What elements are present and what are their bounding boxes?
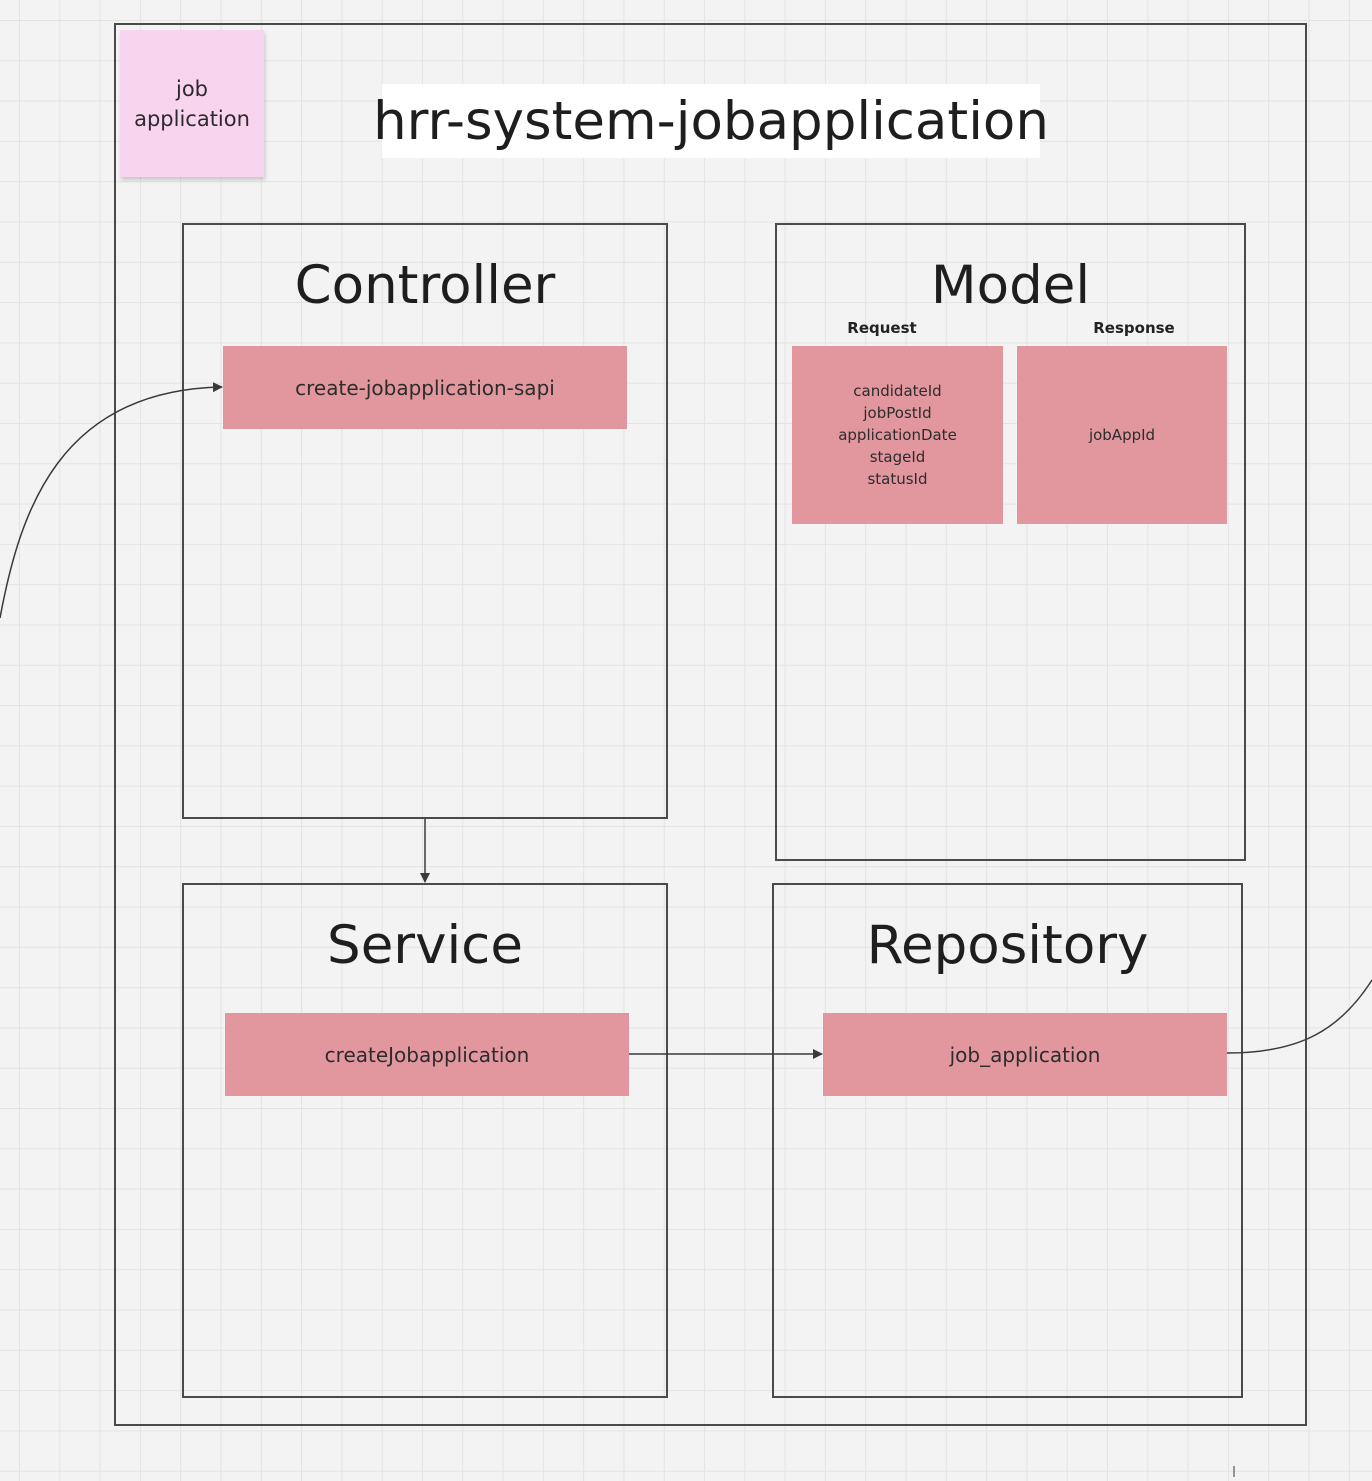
response-field: jobAppId — [1088, 426, 1156, 444]
system-frame — [114, 23, 1307, 1426]
service-method-label: createJobapplication — [324, 1042, 530, 1067]
service-title: Service — [327, 915, 523, 976]
controller-title: Controller — [294, 255, 556, 316]
service-method-box[interactable]: createJobapplication — [225, 1013, 629, 1096]
repository-table-label: job_application — [949, 1042, 1101, 1067]
request-field: applicationDate — [838, 426, 957, 444]
model-panel[interactable]: Model — [775, 223, 1246, 861]
controller-panel[interactable]: Controller — [182, 223, 668, 819]
response-fields-box[interactable]: jobAppId — [1017, 346, 1227, 524]
diagram-title[interactable]: hrr-system-jobapplication — [373, 84, 1049, 158]
request-field: statusId — [867, 470, 928, 488]
diagram-title-text: hrr-system-jobapplication — [373, 90, 1049, 152]
sticky-note-text: job application — [134, 76, 250, 131]
controller-endpoint-box[interactable]: create-jobapplication-sapi — [223, 346, 627, 429]
model-title: Model — [930, 255, 1091, 316]
repository-panel[interactable]: Repository — [772, 883, 1243, 1398]
repository-table-box[interactable]: job_application — [823, 1013, 1227, 1096]
request-fields-box[interactable]: candidateId jobPostId applicationDate st… — [792, 346, 1003, 524]
sticky-note[interactable]: job application — [120, 30, 264, 177]
service-panel[interactable]: Service — [182, 883, 668, 1398]
request-field: candidateId — [853, 382, 942, 400]
repository-title: Repository — [866, 915, 1149, 976]
request-field: jobPostId — [863, 404, 932, 422]
controller-endpoint-label: create-jobapplication-sapi — [295, 375, 555, 400]
request-field: stageId — [869, 448, 926, 466]
response-label: Response — [1093, 319, 1175, 337]
request-label: Request — [847, 319, 917, 337]
